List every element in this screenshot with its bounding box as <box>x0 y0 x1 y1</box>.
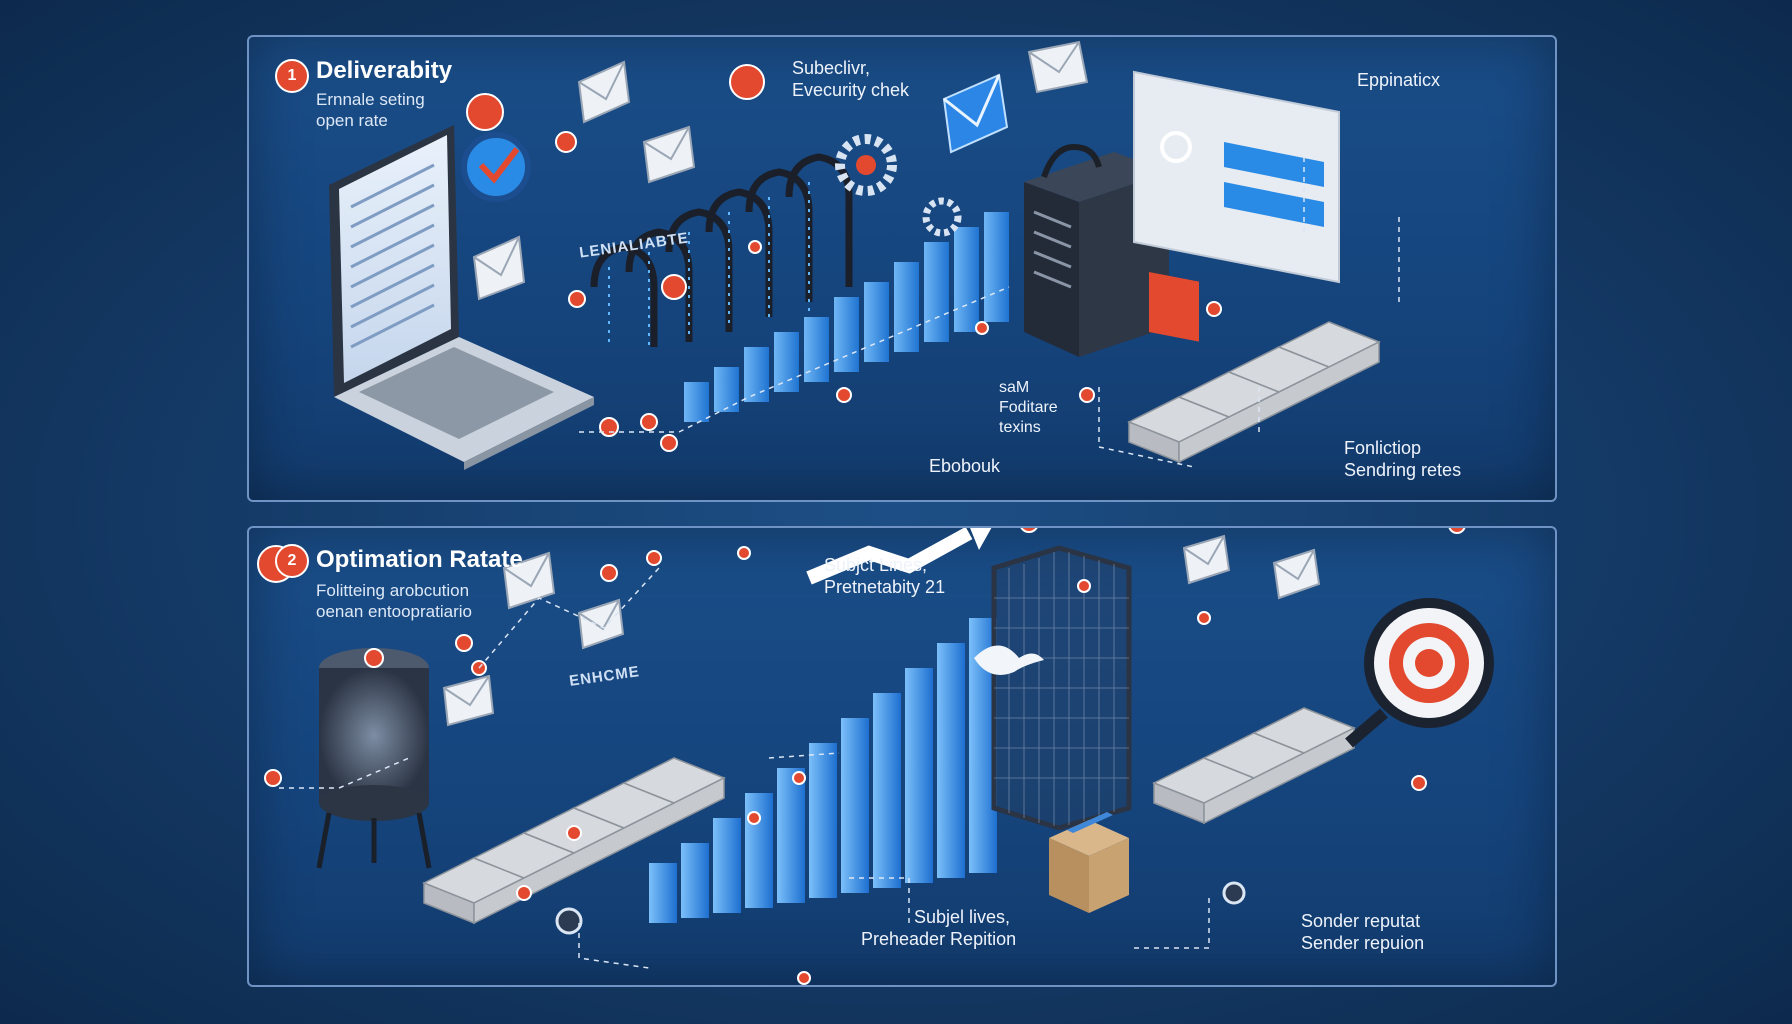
security-label-line-2: Evecurity chek <box>792 80 910 100</box>
marker-pins <box>257 528 1466 985</box>
magnifier-icon <box>555 881 1246 935</box>
bar-chart-graphic <box>684 212 1009 422</box>
subject-lines-top-line-1: Subjct Lines, <box>824 555 928 575</box>
subject-lines-bottom-line-1: Subjel lives, <box>914 907 1011 927</box>
server-icon <box>1024 143 1169 357</box>
epp-label: Eppinaticx <box>1357 70 1441 90</box>
envelope-icon <box>942 73 1009 154</box>
optimization-illustration <box>257 528 1494 985</box>
tank-icon <box>316 648 432 869</box>
panel-subtitle-line-2: oenan entoopratiario <box>316 602 472 621</box>
package-boxes <box>422 707 1356 925</box>
security-label-line-1: Subeclivr, <box>792 58 871 78</box>
panel-title: Optimation Ratate <box>316 546 523 573</box>
target-icon <box>1345 598 1494 748</box>
marker-pins <box>466 64 1222 452</box>
subject-lines-bottom-line-2: Preheader Repition <box>861 929 1017 949</box>
sender-label-line-2: Sender repuion <box>1301 933 1425 953</box>
subject-lines-top-line-2: Pretnetabity 21 <box>824 577 946 597</box>
sam-label-line-2: Foditare <box>999 399 1058 416</box>
foncl-label-line-1: Fonlictiop <box>1344 438 1422 458</box>
envelope-icon <box>472 40 1089 301</box>
check-icon <box>461 132 531 202</box>
package-boxes <box>1127 321 1381 464</box>
mesh-cage <box>991 545 1132 831</box>
foncl-label-line-2: Sendring retes <box>1344 460 1462 480</box>
envelope-icon <box>442 534 1321 727</box>
gear-icon <box>835 134 962 237</box>
sender-label-line-1: Sonder reputat <box>1301 911 1421 931</box>
step-number-badge: 2 <box>275 544 309 578</box>
panel-subtitle-line-2: open rate <box>316 111 388 130</box>
laptop-icon <box>329 125 594 470</box>
deliverability-panel: 1 Deliverabity Ernnale seting open rate … <box>247 35 1557 502</box>
panel-subtitle-line-1: Folitteing arobcution <box>316 581 470 600</box>
optimization-panel: 2 Optimation Ratate Folitteing arobcutio… <box>247 526 1557 987</box>
bird-icon <box>974 645 1044 675</box>
panel-title: Deliverabity <box>316 57 453 84</box>
panel-subtitle-line-1: Ernnale seting <box>316 90 425 109</box>
alert-window <box>1133 70 1340 342</box>
arrow-up-icon <box>806 528 992 585</box>
sam-label-line-1: saM <box>999 379 1030 396</box>
sam-label-line-3: texins <box>999 419 1041 436</box>
deliverability-illustration <box>329 40 1400 470</box>
package-icon <box>1049 812 1129 913</box>
step-number-badge: 1 <box>275 59 309 93</box>
ebook-label: Ebobouk <box>929 456 1001 476</box>
bar-chart-graphic <box>649 618 997 923</box>
